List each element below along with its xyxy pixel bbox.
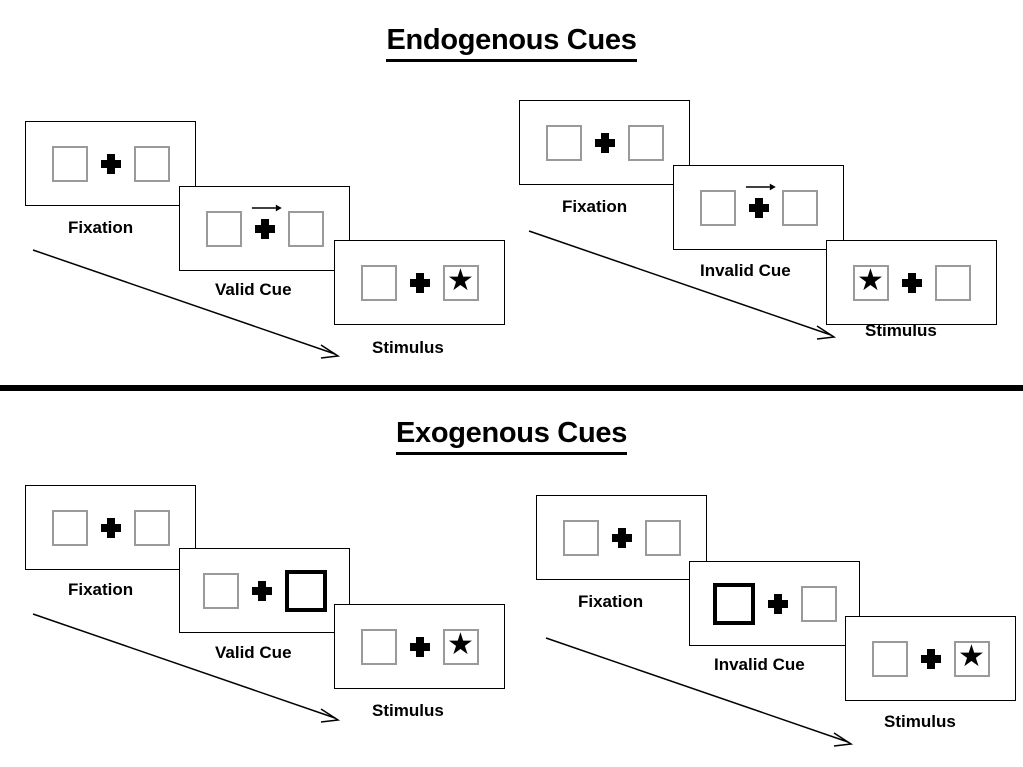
left-box [562,519,599,556]
section-title-exogenous: Exogenous Cues [0,417,1023,455]
flow-arrow-exogenous-valid [32,613,345,726]
section-title-exogenous-text: Exogenous Cues [395,417,627,455]
panel-endogenous-valid-stimulus: ★ [334,240,505,325]
caption-endogenous-valid-stimulus: Stimulus [372,338,444,357]
fixation-cross-icon [409,636,430,657]
fixation-cross-icon [920,648,941,669]
left-box [545,124,582,161]
left-box [871,640,908,677]
fixation-cross-wrap [88,153,134,174]
star-icon: ★ [447,628,474,661]
right-box-with-target: ★ [442,264,479,301]
panel-endogenous-valid-cue [179,186,350,271]
panel-endogenous-invalid-fixation [519,100,690,185]
panel-inner [545,124,664,161]
panel-exogenous-invalid-cue [689,561,860,646]
panel-inner: ★ [852,264,971,301]
panel-inner [51,145,170,182]
fixation-cross-icon [611,527,632,548]
right-box [133,509,170,546]
fixation-cross-wrap [599,527,645,548]
fixation-cross-icon [748,197,769,218]
caption-endogenous-valid-cue: Valid Cue [215,280,292,299]
right-box [644,519,681,556]
star-icon: ★ [958,640,985,673]
right-box [627,124,664,161]
panel-endogenous-valid-fixation [25,121,196,206]
caption-exogenous-invalid-fixation: Fixation [578,592,644,611]
fixation-cross-icon [901,272,922,293]
flow-arrow-exogenous-invalid [545,637,858,750]
fixation-cross-icon [100,517,121,538]
left-box [699,189,736,226]
fixation-cross-wrap [242,204,288,239]
fixation-cross-icon [100,153,121,174]
fixation-cross-icon [409,272,430,293]
left-box [51,509,88,546]
panel-inner [205,204,324,247]
panel-inner [712,582,837,625]
right-box [800,585,837,622]
right-box [133,145,170,182]
panel-exogenous-valid-stimulus: ★ [334,604,505,689]
caption-exogenous-valid-stimulus: Stimulus [372,701,444,720]
fixation-cross-wrap [397,636,443,657]
left-box-with-target: ★ [852,264,889,301]
arrow-right-icon [745,182,776,192]
left-box-cued [712,582,755,625]
panel-endogenous-invalid-cue [673,165,844,250]
fixation-cross-wrap [908,648,954,669]
right-box-cued [284,569,327,612]
panel-inner [202,569,327,612]
caption-endogenous-invalid-cue: Invalid Cue [700,261,791,280]
panel-exogenous-invalid-stimulus: ★ [845,616,1016,701]
panel-inner [562,519,681,556]
fixation-cross-wrap [582,132,628,153]
right-box [287,210,324,247]
right-box [781,189,818,226]
caption-exogenous-valid-cue: Valid Cue [215,643,292,662]
panel-inner: ★ [360,264,479,301]
flow-arrow-endogenous-invalid [528,230,841,343]
left-box [202,572,239,609]
right-box-with-target: ★ [442,628,479,665]
caption-endogenous-valid-fixation: Fixation [68,218,134,237]
caption-exogenous-invalid-cue: Invalid Cue [714,655,805,674]
left-box [360,628,397,665]
panel-inner [699,183,818,226]
panel-exogenous-valid-fixation [25,485,196,570]
arrow-right-icon [251,203,282,213]
section-title-endogenous: Endogenous Cues [0,24,1023,62]
panel-exogenous-invalid-fixation [536,495,707,580]
caption-exogenous-invalid-stimulus: Stimulus [884,712,956,731]
panel-inner [51,509,170,546]
caption-exogenous-valid-fixation: Fixation [68,580,134,599]
left-box [360,264,397,301]
fixation-cross-wrap [755,593,801,614]
panel-exogenous-valid-cue [179,548,350,633]
left-box [51,145,88,182]
star-icon: ★ [447,264,474,297]
panel-endogenous-invalid-stimulus: ★ [826,240,997,325]
star-icon: ★ [857,264,884,297]
caption-endogenous-invalid-fixation: Fixation [562,197,628,216]
panel-inner: ★ [360,628,479,665]
right-box [934,264,971,301]
fixation-cross-wrap [397,272,443,293]
fixation-cross-wrap [88,517,134,538]
caption-endogenous-invalid-stimulus: Stimulus [865,321,937,340]
fixation-cross-wrap [889,272,935,293]
right-box-with-target: ★ [953,640,990,677]
fixation-cross-icon [251,580,272,601]
section-title-endogenous-text: Endogenous Cues [386,24,637,62]
section-divider [0,385,1023,391]
panel-inner: ★ [871,640,990,677]
fixation-cross-icon [594,132,615,153]
fixation-cross-wrap [736,183,782,218]
left-box [205,210,242,247]
fixation-cross-icon [767,593,788,614]
fixation-cross-wrap [239,580,285,601]
flow-arrow-endogenous-valid [32,249,345,362]
fixation-cross-icon [254,218,275,239]
